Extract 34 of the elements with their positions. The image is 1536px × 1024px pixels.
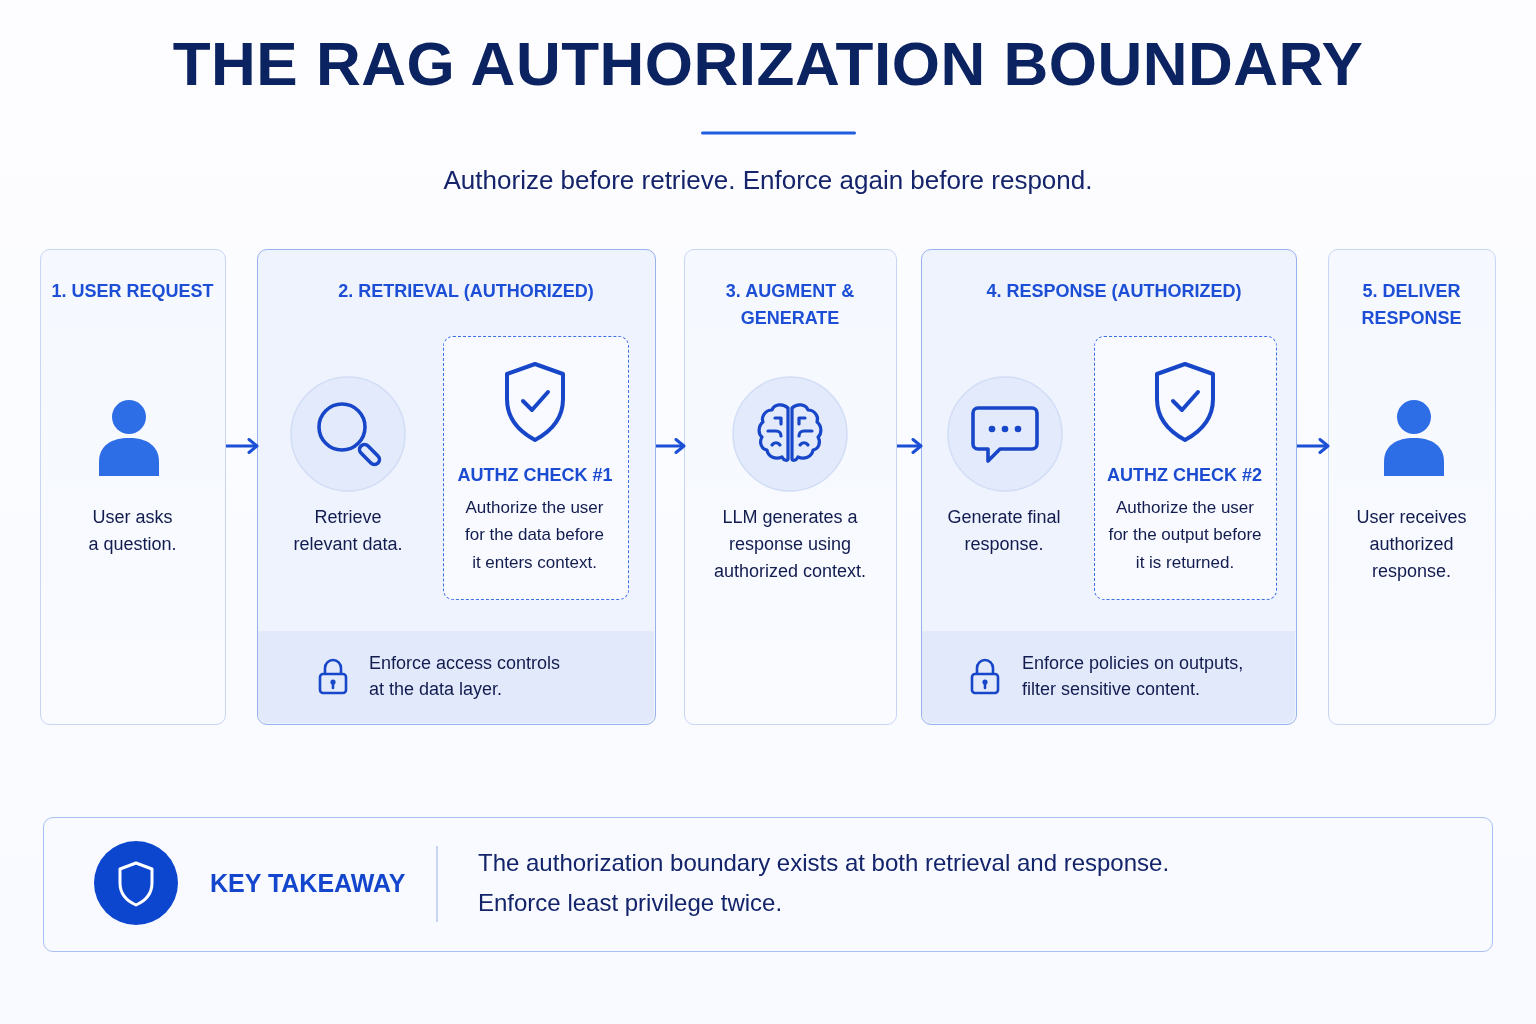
page-title: THE RAG AUTHORIZATION BOUNDARY [172,28,1364,100]
band-note: Enforce access controls at the data layer. [369,652,562,701]
step-description: LLM generates a response using authorized context. [712,506,868,583]
stage-heading: 1. USER REQUEST [50,280,215,303]
subtitle: Authorize before retrieve. Enforce again before respond. [443,164,1093,197]
step-description: User asks a question. [87,506,178,556]
stage-heading: 3. AUGMENT & GENERATE [724,280,856,330]
stage-heading: 5. DELIVER RESPONSE [1360,280,1463,330]
step-description: Retrieve relevant data. [292,506,404,556]
step-description: User receives authorized response. [1355,506,1468,583]
check-description: Authorize the user for the data before it enters context. [464,496,605,574]
stage-card [257,249,656,725]
stage-heading: 2. RETRIEVAL (AUTHORIZED) [337,280,595,303]
takeaway-text: The authorization boundary exists at both retrieval and response. Enforce least privilege twice. [478,848,1171,918]
enforcement-band [922,631,1295,723]
check-heading: AUTHZ CHECK #1 [456,463,614,487]
stage-card [684,249,897,725]
arrow [226,438,259,454]
band-note: Enforce policies on outputs, filter sensitive content. [1022,652,1245,701]
authz-check-box [1093,335,1277,600]
stage-card [921,249,1297,725]
takeaway-panel [43,817,1493,952]
arrow [656,438,686,454]
stage-card [40,249,226,725]
stage-card [1328,249,1496,725]
authz-check-box [442,335,629,600]
arrow [897,438,923,454]
enforcement-band [258,631,654,723]
step-description: Generate final response. [946,506,1062,556]
check-description: Authorize the user for the output before it is returned. [1107,496,1263,574]
check-heading: AUTHZ CHECK #2 [1106,463,1263,487]
takeaway-heading: KEY TAKEAWAY [210,868,406,899]
stage-heading: 4. RESPONSE (AUTHORIZED) [985,280,1243,303]
arrow [1297,438,1330,454]
